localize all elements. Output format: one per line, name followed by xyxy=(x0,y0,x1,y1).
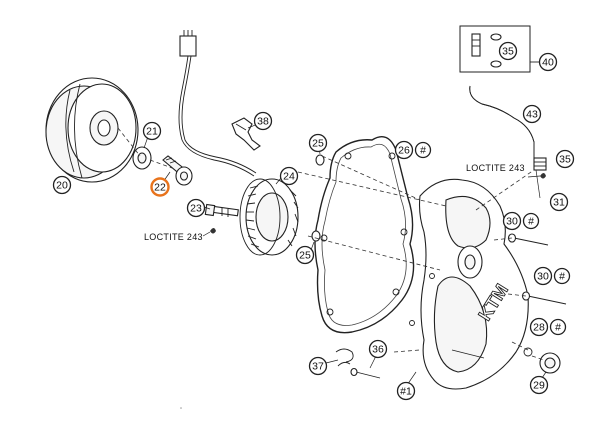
callout-hash1: #1 xyxy=(396,381,416,401)
callout-number: 35 xyxy=(559,154,571,166)
callout-number: 26 xyxy=(398,145,410,157)
callout-number: #1 xyxy=(400,386,412,398)
callout-20: 20 xyxy=(52,175,72,195)
callout-number: 23 xyxy=(190,203,202,215)
callout-30: 30 # xyxy=(502,211,540,231)
loctite-drop-left xyxy=(210,228,216,234)
callout-number: 35 xyxy=(502,46,514,58)
kit-box xyxy=(459,25,542,73)
callout-hash-mark: # xyxy=(559,271,565,283)
loctite-note-right: LOCTITE 243 xyxy=(466,163,525,173)
callout-number: 21 xyxy=(146,126,158,138)
breather-nipple xyxy=(533,157,547,171)
ignition-cover: KTM xyxy=(409,178,529,390)
callout-40: 40 xyxy=(538,52,558,72)
callout-hash-mark: # xyxy=(420,145,426,157)
callout-23: 23 xyxy=(186,198,206,218)
cover-screw-upper xyxy=(507,233,549,246)
cover-screw-lower xyxy=(521,291,567,305)
callout-24: 24 xyxy=(279,166,299,186)
callout-25: 25 xyxy=(295,245,315,265)
callout-number: 38 xyxy=(257,116,269,128)
callout-25: 25 xyxy=(308,133,328,153)
dowel-pin-bottom xyxy=(311,230,321,242)
callout-number: 40 xyxy=(542,57,554,69)
callout-26: 26 # xyxy=(394,140,432,160)
dowel-pin-top xyxy=(315,154,325,166)
callout-number: 25 xyxy=(299,250,311,262)
callout-number: 36 xyxy=(372,344,384,356)
loctite-drop-right xyxy=(540,173,546,179)
callout-35: 35 xyxy=(555,149,575,169)
callout-number: 25 xyxy=(312,138,324,150)
callout-31: 31 xyxy=(549,192,569,212)
screw xyxy=(204,203,239,217)
callout-37: 37 xyxy=(308,356,328,376)
alignment-lines xyxy=(117,127,545,361)
callout-labels: 20 21 22 23 24 25 25 26 #28 #29 30 #30 #31 35 35 36 37 38… xyxy=(52,41,575,401)
stator xyxy=(239,178,299,256)
flywheel-rotor xyxy=(45,77,139,183)
callout-number: 30 xyxy=(537,271,549,283)
stator-cable xyxy=(178,30,257,177)
callout-29: 29 xyxy=(529,375,549,395)
callout-38: 38 xyxy=(253,111,273,131)
loctite-note-left: LOCTITE 243 xyxy=(144,232,203,242)
callout-35: 35 xyxy=(498,41,518,61)
cable-holder xyxy=(231,117,261,151)
callout-number: 28 xyxy=(533,322,545,334)
clip-37 xyxy=(335,348,354,367)
screw-36 xyxy=(350,367,381,379)
callout-number: 31 xyxy=(553,197,565,209)
callout-number: 43 xyxy=(526,109,538,121)
callout-30: 30 # xyxy=(533,266,571,286)
callout-21: 21 xyxy=(142,121,162,141)
callout-number: 30 xyxy=(506,216,518,228)
callout-36: 36 xyxy=(368,339,388,359)
callout-number: 37 xyxy=(312,361,324,373)
gasket xyxy=(314,136,415,334)
callout-22: 22 xyxy=(150,177,170,197)
callout-number: 20 xyxy=(56,180,68,192)
breather-hose xyxy=(469,85,535,160)
callout-28: 28 # xyxy=(529,317,567,337)
callout-number: 22 xyxy=(154,182,166,194)
cover-plug xyxy=(539,352,561,374)
callout-number: 29 xyxy=(533,380,545,392)
callout-number: 24 xyxy=(283,171,295,183)
o-ring xyxy=(523,347,533,357)
callout-hash-mark: # xyxy=(555,322,561,334)
callout-43: 43 xyxy=(522,104,542,124)
flywheel-nut xyxy=(162,155,193,186)
callout-hash-mark: # xyxy=(528,216,534,228)
